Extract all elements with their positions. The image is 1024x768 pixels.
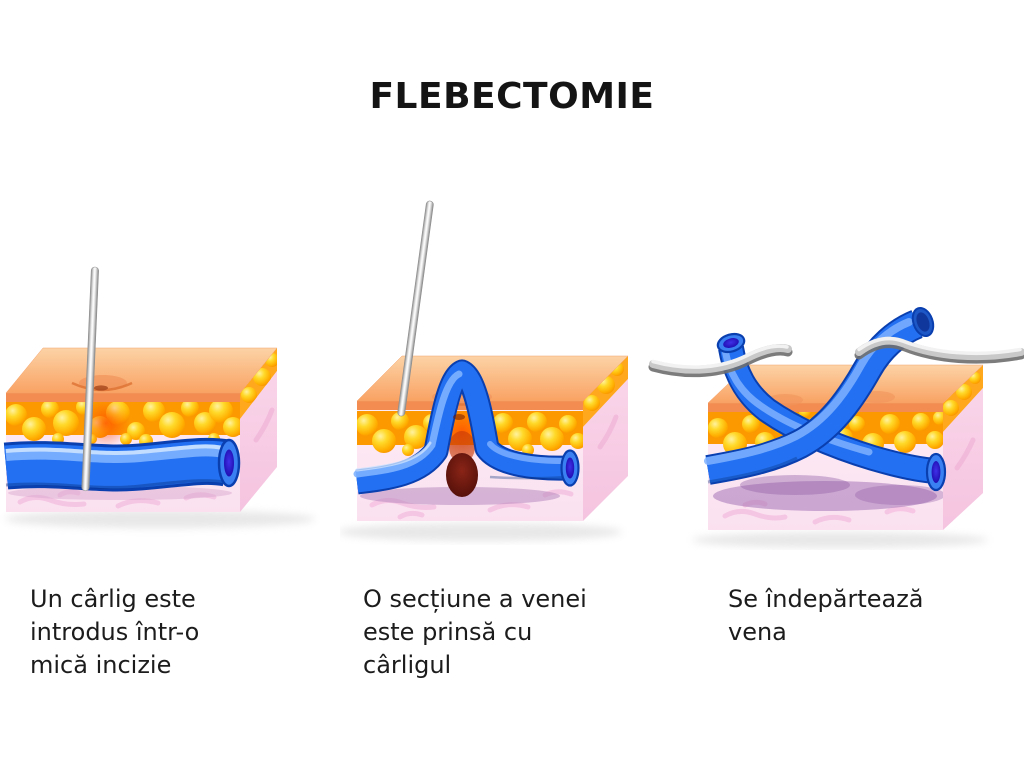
- ground-shadow: [5, 510, 315, 528]
- diagram-title: FLEBECTOMIE: [369, 76, 655, 117]
- tissue-texture: [17, 489, 217, 509]
- vein-lumen: [565, 457, 575, 479]
- skin-cut-edge: [6, 393, 240, 402]
- vein-cut-end: [911, 306, 935, 338]
- incision-slit: [94, 385, 108, 391]
- skin-surface: [5, 347, 278, 394]
- ground-shadow: [692, 532, 988, 548]
- left-hook-icon: [648, 344, 793, 378]
- right-hook-icon: [854, 336, 1024, 364]
- vein-lumen-right: [931, 461, 941, 483]
- ground-shadow: [340, 523, 622, 541]
- illustration-step-3-vein-removed: [648, 306, 1024, 548]
- vein-removal-shadow: [713, 475, 943, 511]
- illustration-step-2-vein-caught: [340, 200, 629, 541]
- incision-glow: [82, 399, 130, 447]
- illustration-step-1-hook-inserted: [3, 266, 315, 528]
- vein-shadow: [8, 486, 232, 500]
- step-2-caption: O secțiune a venei este prinsă cu cârlig…: [363, 585, 587, 679]
- fat-side-wedge: [943, 365, 983, 432]
- vein-lumen: [224, 449, 234, 477]
- hook-tip-shadow: [453, 414, 465, 420]
- fat-side-wedge: [240, 348, 277, 419]
- step-1-caption: Un cârlig este introdus într-o mică inci…: [30, 585, 200, 679]
- incision-opening: [446, 453, 478, 497]
- vein: [3, 437, 241, 492]
- vein-open-end-top: [716, 332, 746, 354]
- hook-icon: [397, 200, 434, 417]
- vein-lifted-by-hook: [353, 359, 580, 495]
- fat-layer: [6, 399, 240, 448]
- step-3-caption: Se îndepărtează vena: [728, 585, 924, 646]
- skin-surface: [356, 355, 629, 402]
- hook-icon: [81, 266, 99, 492]
